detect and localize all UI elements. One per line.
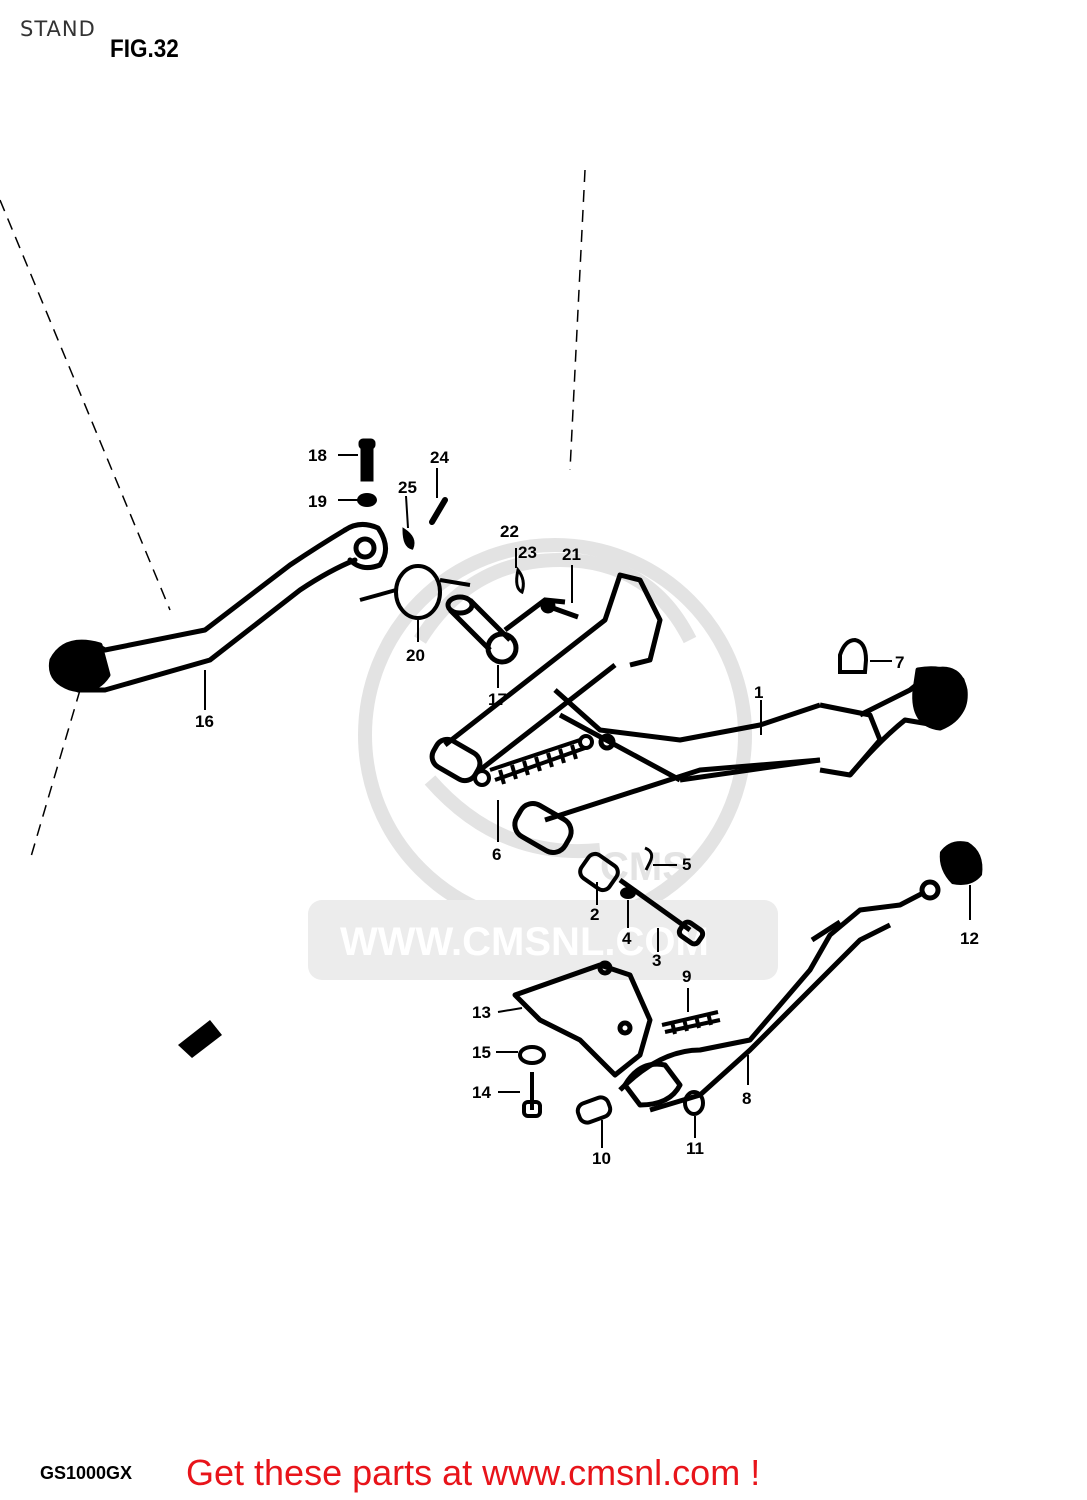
callout-19: 19 bbox=[308, 492, 327, 511]
callout-12: 12 bbox=[960, 929, 979, 948]
part-2-collar bbox=[578, 851, 620, 893]
part-6-spring bbox=[473, 734, 594, 787]
callout-14: 14 bbox=[472, 1083, 491, 1102]
part-22-23-pin bbox=[515, 566, 525, 595]
model-code: GS1000GX bbox=[40, 1463, 133, 1483]
callout-4: 4 bbox=[622, 929, 632, 948]
part-15-washer bbox=[518, 1045, 546, 1065]
callout-9: 9 bbox=[682, 967, 691, 986]
callout-24: 24 bbox=[430, 448, 449, 467]
callout-21: 21 bbox=[562, 545, 581, 564]
callout-10: 10 bbox=[592, 1149, 611, 1168]
cta-link[interactable]: Get these parts at www.cmsnl.com ! bbox=[186, 1452, 761, 1493]
part-18-bolt bbox=[358, 438, 376, 482]
part-21-bolt bbox=[540, 598, 579, 620]
part-8-side-stand bbox=[618, 879, 941, 1113]
part-19-nut bbox=[357, 493, 377, 507]
callout-6: 6 bbox=[492, 845, 501, 864]
part-14-bolt bbox=[522, 1072, 542, 1118]
part-11-nut bbox=[683, 1090, 705, 1116]
callout-8: 8 bbox=[742, 1089, 751, 1108]
callout-15: 15 bbox=[472, 1043, 491, 1062]
part-25-clip bbox=[402, 527, 415, 550]
callout-22: 22 bbox=[500, 522, 519, 541]
part-7-rubber bbox=[838, 637, 869, 674]
part-10-bolt bbox=[575, 1095, 613, 1125]
callout-13: 13 bbox=[472, 1003, 491, 1022]
callout-5: 5 bbox=[682, 855, 691, 874]
figure-label: FIG.32 bbox=[110, 35, 179, 63]
callout-16: 16 bbox=[195, 712, 214, 731]
part-9-spring bbox=[661, 1010, 721, 1035]
callout-3: 3 bbox=[652, 951, 661, 970]
part-16-pedal bbox=[48, 522, 388, 693]
part-20-spring bbox=[359, 564, 471, 620]
callout-23: 23 bbox=[518, 543, 537, 562]
callout-25: 25 bbox=[398, 478, 417, 497]
callout-1: 1 bbox=[754, 683, 763, 702]
part-13-bracket bbox=[512, 960, 653, 1078]
part-24-bolt bbox=[429, 497, 448, 525]
part-3-bolt bbox=[618, 877, 706, 947]
watermark-url-box bbox=[308, 900, 778, 980]
scan-lines bbox=[0, 169, 586, 861]
callout-20: 20 bbox=[406, 646, 425, 665]
part-5-pin bbox=[644, 846, 654, 871]
callout-17: 17 bbox=[488, 690, 507, 709]
callout-18: 18 bbox=[308, 446, 327, 465]
callout-7: 7 bbox=[895, 653, 904, 672]
leader-lines bbox=[204, 454, 971, 1148]
stand-label: STAND bbox=[20, 17, 96, 41]
callout-11: 11 bbox=[686, 1139, 704, 1158]
callout-2: 2 bbox=[590, 905, 599, 924]
part-12-cap bbox=[939, 841, 983, 885]
watermark-url: WWW.CMSNL.COM bbox=[340, 920, 709, 964]
callouts: 1 2 3 4 5 6 7 8 9 10 11 12 13 14 15 16 1… bbox=[195, 446, 979, 1168]
front-arrow-icon bbox=[178, 1020, 222, 1058]
